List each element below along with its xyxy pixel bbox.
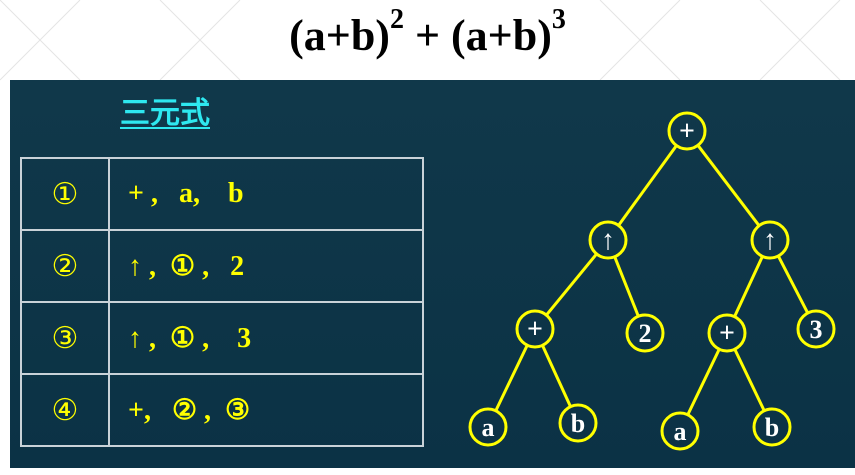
triples-heading: 三元式 bbox=[120, 96, 210, 131]
tree-node-circle bbox=[660, 411, 700, 451]
tree-node-circle bbox=[667, 111, 707, 151]
tree-node-a2: a bbox=[660, 411, 700, 451]
tree-node-label: b bbox=[765, 413, 779, 442]
title-base-1: (a+b) bbox=[289, 11, 390, 60]
tree-node-circle bbox=[750, 220, 790, 260]
tree-node-label: ↑ bbox=[601, 225, 615, 256]
tree-node-label: ↑ bbox=[763, 225, 777, 256]
tree-edge-pow1-plus1 bbox=[545, 252, 598, 317]
tree-edge-plus1-a1 bbox=[494, 344, 529, 412]
title-plus: + bbox=[403, 11, 452, 60]
tree-node-plus1: + bbox=[515, 309, 555, 349]
tree-node-a1: a bbox=[468, 407, 508, 447]
page-title: (a+b)2 + (a+b)3 bbox=[0, 4, 855, 68]
tree-edge-pow1-two bbox=[613, 256, 640, 317]
triple-index: ④ bbox=[20, 373, 110, 447]
triple-value: +, ② , ③ bbox=[108, 373, 424, 447]
title-exponent-2: 3 bbox=[551, 4, 566, 35]
triple-index: ② bbox=[20, 229, 110, 303]
tree-node-circle bbox=[515, 309, 555, 349]
tree-node-three: 3 bbox=[796, 309, 836, 349]
tree-node-label: + bbox=[719, 318, 735, 349]
tree-node-label: 3 bbox=[810, 315, 823, 344]
tree-node-circle bbox=[588, 220, 628, 260]
tree-edge-pow2-plus2 bbox=[733, 255, 764, 318]
triple-value: + , a, b bbox=[108, 157, 424, 231]
triple-value: ↑ , ① , 3 bbox=[108, 301, 424, 375]
triple-index: ③ bbox=[20, 301, 110, 375]
triple-value: ↑ , ① , 2 bbox=[108, 229, 424, 303]
tree-node-label: b bbox=[571, 409, 585, 438]
tree-node-two: 2 bbox=[625, 313, 665, 353]
tree-node-circle bbox=[752, 407, 792, 447]
tree-node-root: + bbox=[667, 111, 707, 151]
triple-index: ① bbox=[20, 157, 110, 231]
table-row: ① + , a, b bbox=[20, 157, 424, 231]
tree-node-circle bbox=[468, 407, 508, 447]
tree-edge-root-pow1 bbox=[617, 144, 678, 227]
tree-node-label: + bbox=[527, 314, 543, 345]
expression-tree: + ↑ ↑ +2 +3 a b a b bbox=[468, 111, 836, 451]
table-row: ③ ↑ , ① , 3 bbox=[20, 301, 424, 375]
tree-edge-pow2-three bbox=[776, 255, 810, 314]
tree-node-circle bbox=[625, 313, 665, 353]
title-exponent-1: 2 bbox=[389, 4, 404, 35]
tree-edge-plus2-b2 bbox=[733, 348, 766, 412]
table-row: ④ +, ② , ③ bbox=[20, 373, 424, 447]
tree-node-b1: b bbox=[558, 403, 598, 443]
title-base-2: (a+b) bbox=[451, 11, 552, 60]
tree-node-circle bbox=[796, 309, 836, 349]
table-row: ② ↑ , ① , 2 bbox=[20, 229, 424, 303]
triples-table: ① + , a, b ② ↑ , ① , 2 ③ ↑ , ① , 3 ④ +, … bbox=[20, 157, 424, 447]
tree-node-label: + bbox=[679, 116, 695, 147]
tree-edge-root-pow2 bbox=[696, 144, 761, 227]
tree-edge-plus2-a2 bbox=[686, 348, 721, 416]
tree-node-pow2: ↑ bbox=[750, 220, 790, 260]
tree-node-circle bbox=[558, 403, 598, 443]
tree-node-label: a bbox=[674, 417, 687, 446]
tree-node-pow1: ↑ bbox=[588, 220, 628, 260]
tree-edge-plus1-b1 bbox=[541, 344, 572, 408]
tree-node-b2: b bbox=[752, 407, 792, 447]
tree-node-label: a bbox=[482, 413, 495, 442]
tree-node-circle bbox=[707, 313, 747, 353]
tree-node-plus2: + bbox=[707, 313, 747, 353]
tree-node-label: 2 bbox=[639, 319, 652, 348]
